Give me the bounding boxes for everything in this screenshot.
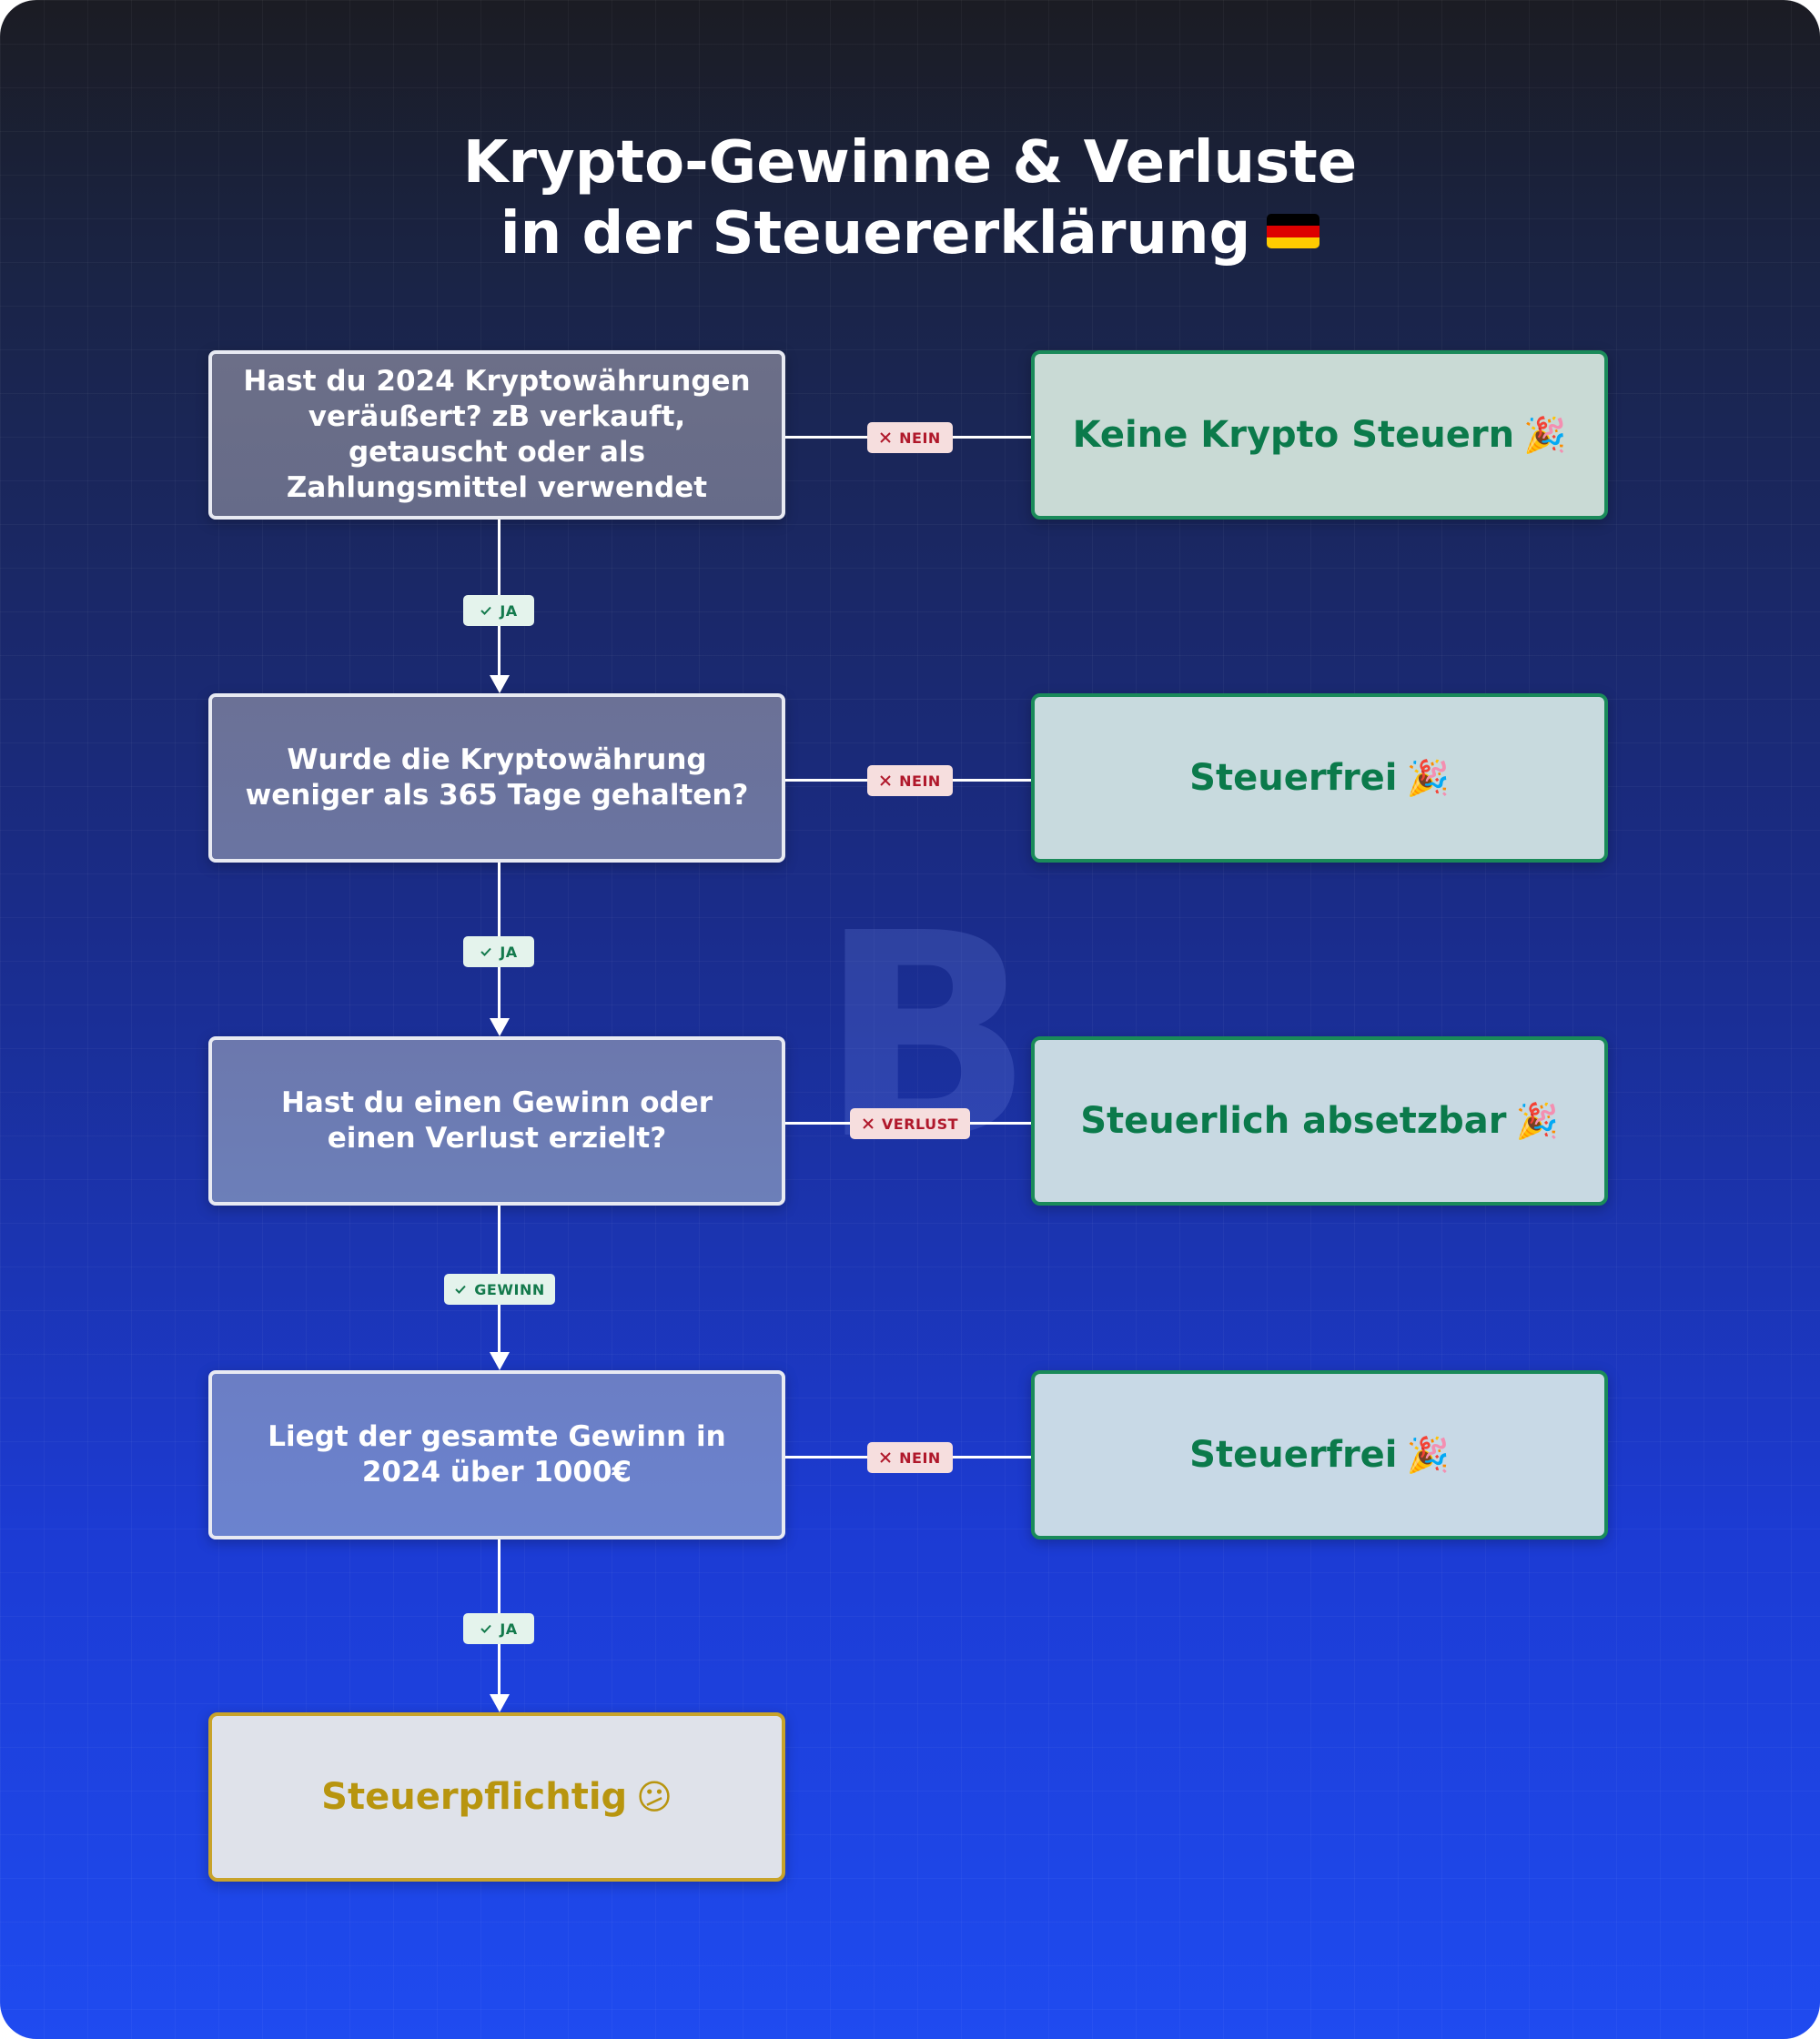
outcome-box-2: Steuerfrei🎉: [1031, 693, 1608, 863]
page-title: Krypto-Gewinne & Verluste in der Steuere…: [0, 127, 1820, 269]
outcome-1-text: Keine Krypto Steuern: [1072, 414, 1515, 456]
watermark-logo: B: [819, 873, 1035, 1202]
x-icon: [880, 1452, 891, 1463]
final-text: Steuerpflichtig: [321, 1776, 628, 1818]
outcome-box-4: Steuerfrei🎉: [1031, 1370, 1608, 1539]
germany-flag-icon: [1267, 214, 1320, 249]
badge-nein-4: NEIN: [867, 1442, 953, 1473]
x-icon: [880, 432, 891, 443]
outcome-2-text: Steuerfrei: [1189, 757, 1398, 799]
badge-verlust-label: VERLUST: [881, 1115, 959, 1133]
outcome-3-text: Steuerlich absetzbar: [1080, 1100, 1507, 1142]
outcome-box-1: Keine Krypto Steuern🎉: [1031, 350, 1608, 520]
question-4-text: Liegt der gesamte Gewinn in 2024 über 10…: [268, 1420, 726, 1489]
badge-ja-1: JA: [463, 595, 534, 626]
outcome-4-text: Steuerfrei: [1189, 1434, 1398, 1476]
check-icon: [455, 1285, 467, 1294]
party-popper-icon: 🎉: [1406, 757, 1450, 798]
check-icon: [480, 1624, 492, 1633]
confused-face-icon: 😕: [636, 1777, 672, 1817]
badge-verlust: VERLUST: [850, 1108, 970, 1139]
arrow-down-3: [490, 1352, 510, 1370]
question-box-1: Hast du 2024 Kryptowährungen veräußert? …: [208, 350, 785, 520]
badge-nein-2: NEIN: [867, 765, 953, 796]
check-icon: [480, 606, 492, 615]
badge-ja-2-label: JA: [500, 943, 518, 961]
badge-gewinn: GEWINN: [444, 1274, 555, 1305]
question-3-text: Hast du einen Gewinn oder einen Verlust …: [280, 1086, 713, 1155]
badge-ja-4-label: JA: [500, 1620, 518, 1638]
badge-nein-2-label: NEIN: [899, 772, 941, 790]
question-1-text: Hast du 2024 Kryptowährungen veräußert? …: [243, 365, 751, 504]
arrow-down-1: [490, 675, 510, 693]
question-box-2: Wurde die Kryptowährung weniger als 365 …: [208, 693, 785, 863]
arrow-down-4: [490, 1694, 510, 1712]
x-icon: [880, 775, 891, 786]
party-popper-icon: 🎉: [1515, 1100, 1559, 1141]
badge-ja-2: JA: [463, 936, 534, 967]
question-box-3: Hast du einen Gewinn oder einen Verlust …: [208, 1036, 785, 1206]
check-icon: [480, 947, 492, 956]
question-box-4: Liegt der gesamte Gewinn in 2024 über 10…: [208, 1370, 785, 1539]
badge-nein-1-label: NEIN: [899, 429, 941, 447]
outcome-box-3: Steuerlich absetzbar🎉: [1031, 1036, 1608, 1206]
badge-nein-4-label: NEIN: [899, 1448, 941, 1467]
arrow-down-2: [490, 1018, 510, 1036]
party-popper-icon: 🎉: [1523, 414, 1567, 455]
final-box: Steuerpflichtig😕: [208, 1712, 785, 1882]
title-line-2-wrap: in der Steuererklärung: [0, 198, 1820, 269]
badge-gewinn-label: GEWINN: [474, 1280, 545, 1298]
party-popper-icon: 🎉: [1406, 1434, 1450, 1475]
badge-nein-1: NEIN: [867, 422, 953, 453]
x-icon: [863, 1118, 874, 1129]
question-2-text: Wurde die Kryptowährung weniger als 365 …: [245, 743, 749, 812]
title-line-2: in der Steuererklärung: [500, 200, 1251, 267]
title-line-1: Krypto-Gewinne & Verluste: [462, 129, 1358, 197]
badge-ja-1-label: JA: [500, 601, 518, 620]
badge-ja-4: JA: [463, 1613, 534, 1644]
